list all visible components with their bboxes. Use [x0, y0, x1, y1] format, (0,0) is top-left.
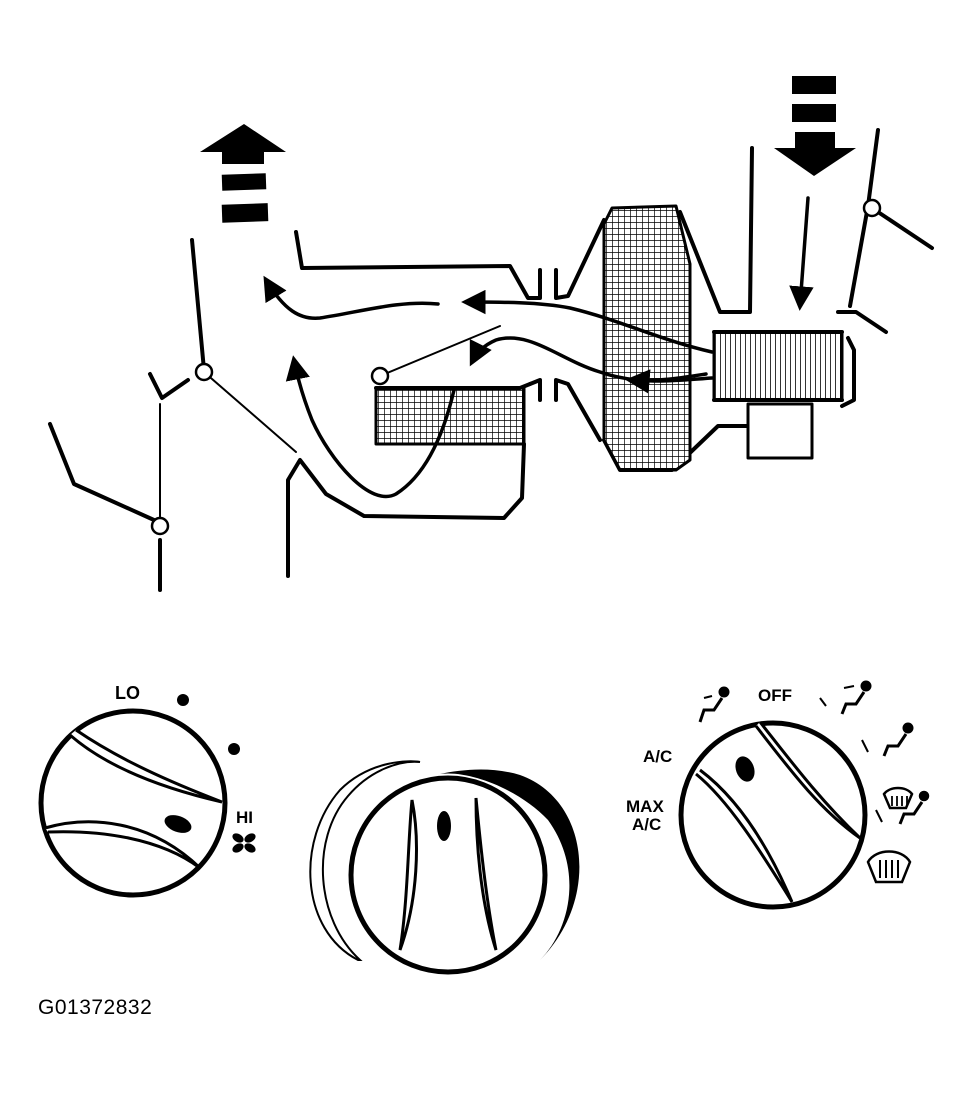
- fan-hi-label: HI: [236, 808, 253, 827]
- fan-lo-label: LO: [115, 683, 140, 703]
- fan-speed-knob[interactable]: [38, 708, 228, 898]
- blower-wheel: [712, 330, 844, 460]
- recirc-wall: [848, 128, 880, 308]
- floor-defrost-icon: [875, 786, 930, 825]
- fan-icon: [232, 833, 256, 853]
- blower-motor: [746, 402, 814, 460]
- flow-arrow-evap-out: [461, 289, 714, 354]
- floor-icon: [861, 722, 914, 757]
- outlet-wall: [190, 238, 206, 372]
- mode-ac-label: A/C: [643, 747, 672, 766]
- blower-scroll-2: [840, 336, 856, 408]
- mode-knob[interactable]: [678, 720, 868, 910]
- inlet-flow-arrow: [789, 196, 814, 311]
- recirc-door-pivot: [862, 198, 882, 218]
- outlet-arrow-icon: [200, 124, 286, 223]
- evaporator-housing: [678, 146, 754, 314]
- heater-duct: [286, 442, 526, 578]
- defrost-icon: [866, 850, 912, 884]
- evaporator-core: [602, 204, 692, 472]
- mode-max-label: MAX: [626, 797, 664, 816]
- flow-arrow-heater: [285, 355, 456, 498]
- upper-duct-wall: [294, 230, 542, 300]
- heater-core-top: [374, 382, 532, 390]
- mode-door: [203, 371, 297, 453]
- bi-level-icon: [819, 680, 872, 715]
- blend-door-pivot: [370, 366, 390, 386]
- recirc-door: [870, 206, 934, 250]
- temperature-knob[interactable]: [309, 760, 580, 975]
- blend-door: [379, 325, 501, 377]
- floor-wall: [48, 422, 156, 522]
- mode-door-pivot: [194, 362, 214, 382]
- floor-door-pivot: [150, 516, 170, 536]
- fan-speed-dot-1: [177, 694, 189, 706]
- mode-max-ac-label: A/C: [632, 815, 661, 834]
- temperature-knob-pointer: [437, 811, 451, 841]
- flow-arrow-upper: [263, 275, 440, 320]
- figure-id: G01372832: [38, 996, 153, 1019]
- fan-speed-dot-2: [228, 743, 240, 755]
- upper-duct-wall-2: [554, 218, 606, 300]
- fan-knob-pointer: [164, 815, 192, 833]
- heater-core: [374, 386, 526, 446]
- mode-off-label: OFF: [758, 686, 792, 705]
- lower-duct-wall: [528, 378, 602, 442]
- airflow-diagram: [48, 76, 934, 592]
- flow-arrow-through-evap: [625, 369, 708, 394]
- vent-icon: [698, 686, 730, 723]
- blower-scroll: [836, 310, 888, 334]
- control-panel: LO HI OFF A/C MAX A/C: [38, 680, 930, 975]
- inlet-arrow-icon: [774, 76, 856, 176]
- outlet-wall-2: [148, 372, 190, 400]
- mode-knob-pointer: [735, 756, 755, 782]
